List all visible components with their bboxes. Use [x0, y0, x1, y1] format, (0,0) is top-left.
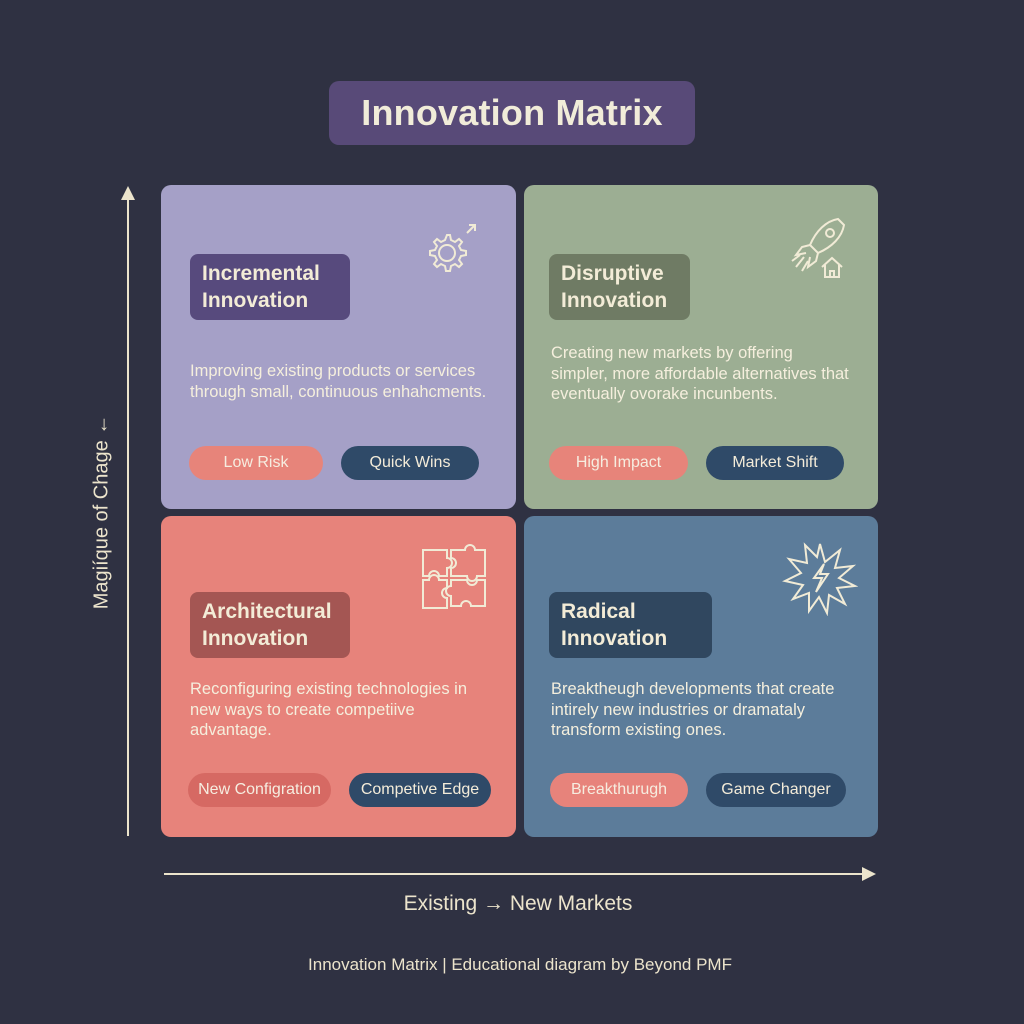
tag-pill: High Impact — [549, 446, 688, 480]
quadrant-label-box: Radical Innovation — [549, 592, 712, 658]
puzzle-icon — [422, 544, 486, 609]
y-axis-arrowhead — [121, 186, 135, 200]
quadrant-title: Radical Innovation — [561, 600, 668, 650]
title-banner: Innovation Matrix — [329, 81, 695, 145]
x-axis-arrowhead — [862, 867, 876, 881]
tag-pill: Quick Wins — [341, 446, 479, 480]
quadrant-label-box: Disruptive Innovation — [549, 254, 690, 320]
tag-pill: New Configration — [188, 773, 331, 807]
quadrant-title: Incremental Innovation — [202, 262, 320, 312]
x-axis-line — [164, 873, 864, 875]
tag-pill: Breakthurugh — [550, 773, 688, 807]
quadrant-description: Breaktheugh developments that create int… — [551, 680, 835, 739]
tag-pill: Market Shift — [706, 446, 844, 480]
quadrant-description: Creating new markets by offering simpler… — [551, 344, 849, 403]
quadrant-architectural: Architectural Innovation Reconfiguring e… — [161, 516, 516, 837]
quadrant-title: Disruptive Innovation — [561, 262, 668, 312]
quadrant-title: Architectural Innovation — [202, 600, 332, 650]
rocket-icon — [791, 217, 846, 278]
quadrant-radical: Radical Innovation Breaktheugh developme… — [524, 516, 878, 837]
tag-pill: Low Risk — [189, 446, 323, 480]
tag-pill: Competive Edge — [349, 773, 491, 807]
quadrant-incremental: Incremental Innovation Improving existin… — [161, 185, 516, 509]
y-axis-line — [127, 196, 129, 836]
diagram-title: Innovation Matrix — [361, 92, 663, 133]
tag-pill: Game Changer — [706, 773, 846, 807]
quadrant-description: Improving existing products or services … — [190, 362, 487, 401]
quadrant-label-box: Architectural Innovation — [190, 592, 350, 658]
x-axis-label: Existing → New Markets — [403, 892, 633, 915]
lightning-burst-icon — [782, 542, 858, 616]
quadrant-description: Reconfiguring existing technologies in n… — [190, 680, 468, 739]
quadrant-disruptive: Disruptive Innovation Creating new marke… — [524, 185, 878, 509]
quadrant-label-box: Incremental Innovation — [190, 254, 350, 320]
y-axis-label: Magiíque of Chage ← — [90, 414, 113, 610]
footer-caption: Innovation Matrix | Educational diagram … — [308, 955, 732, 974]
gear-icon — [429, 224, 476, 272]
